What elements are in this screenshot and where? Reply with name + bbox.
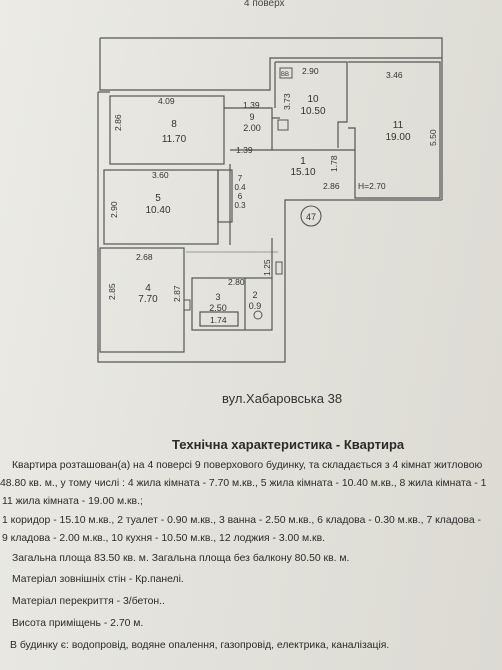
tech-line-3: 11 жила кімната - 19.00 м.кв.; <box>2 496 143 507</box>
stove-label: ВВ <box>281 72 289 78</box>
dim-2-90-left: 2.90 <box>109 201 119 218</box>
dim-2-80: 2.80 <box>228 277 245 287</box>
dim-1-78: 1.78 <box>329 155 339 172</box>
room-6-number: 6 <box>238 192 243 201</box>
room-6-area: 0.3 <box>234 201 246 210</box>
tech-title: Технічна характеристика - Квартира <box>172 437 405 452</box>
tech-line-7: Матеріал зовнішніх стін - Кр.панелі. <box>12 574 184 585</box>
room-2-area: 0.9 <box>249 301 262 311</box>
room-2-number: 2 <box>252 290 257 300</box>
dim-2-90-top: 2.90 <box>302 66 319 76</box>
dim-2-68: 2.68 <box>136 252 153 262</box>
dim-2-85: 2.85 <box>107 283 117 300</box>
address: вул.Хабаровська 38 <box>222 391 343 406</box>
room-5-area: 10.40 <box>145 205 170 216</box>
tech-line-4: 1 коридор - 15.10 м.кв., 2 туалет - 0.90… <box>2 515 481 526</box>
dim-4-09: 4.09 <box>158 96 175 106</box>
room-9-area: 2.00 <box>243 123 261 133</box>
tech-line-9: Висота приміщень - 2.70 м. <box>12 618 144 629</box>
room-3-number: 3 <box>215 292 220 302</box>
room-11-area: 19.00 <box>385 132 410 143</box>
dim-2-87: 2.87 <box>172 285 182 302</box>
room-8-area: 11.70 <box>162 134 187 145</box>
dim-2-86-left: 2.86 <box>113 114 123 131</box>
dim-1-39-mid: 1.39 <box>236 145 253 155</box>
room-11-number: 11 <box>393 120 404 131</box>
tech-line-2: 48.80 кв. м., у тому числі : 4 жила кімн… <box>0 478 487 489</box>
floor-plan: 47 8 11.70 9 2.00 10 10.50 11 19.00 1 15… <box>97 37 443 363</box>
room-10-number: 10 <box>307 94 319 105</box>
room-7-area: 0.4 <box>234 183 246 192</box>
tech-line-5: 9 кладова - 2.00 м.кв., 10 кухня - 10.50… <box>2 533 325 544</box>
building-marker-circle <box>300 205 322 227</box>
dim-5-50: 5.50 <box>428 129 438 146</box>
dim-2-86-right: 2.86 <box>323 181 340 191</box>
room-10-area: 10.50 <box>300 106 325 117</box>
dim-1-74: 1.74 <box>210 315 227 325</box>
ceiling-height-note: H=2.70 <box>358 181 386 191</box>
room-4-area: 7.70 <box>138 294 158 305</box>
building-marker: 47 <box>306 212 316 222</box>
dim-3-46: 3.46 <box>386 70 403 80</box>
dim-3-73: 3.73 <box>282 93 292 110</box>
room-1-number: 1 <box>300 156 306 167</box>
room-9-number: 9 <box>249 112 254 122</box>
room-1-area: 15.10 <box>290 167 315 178</box>
dim-1-39-top: 1.39 <box>243 100 260 110</box>
floor-label: 4 поверх <box>244 0 285 9</box>
tech-line-6: Загальна площа 83.50 кв. м. Загальна пло… <box>12 553 350 564</box>
tech-line-10: В будинку є: водопровід, водяне опалення… <box>10 640 390 651</box>
room-5-number: 5 <box>155 193 161 204</box>
room-4-number: 4 <box>145 283 151 294</box>
tech-line-1: Квартира розташован(а) на 4 поверсі 9 по… <box>12 460 483 471</box>
dim-1-25: 1.25 <box>262 259 272 276</box>
room-8-number: 8 <box>171 119 177 130</box>
dim-3-60: 3.60 <box>152 170 169 180</box>
tech-line-8: Матеріал перекриття - 3/бетон.. <box>12 596 165 607</box>
room-3-area: 2.50 <box>209 303 227 313</box>
room-7-number: 7 <box>238 174 243 183</box>
